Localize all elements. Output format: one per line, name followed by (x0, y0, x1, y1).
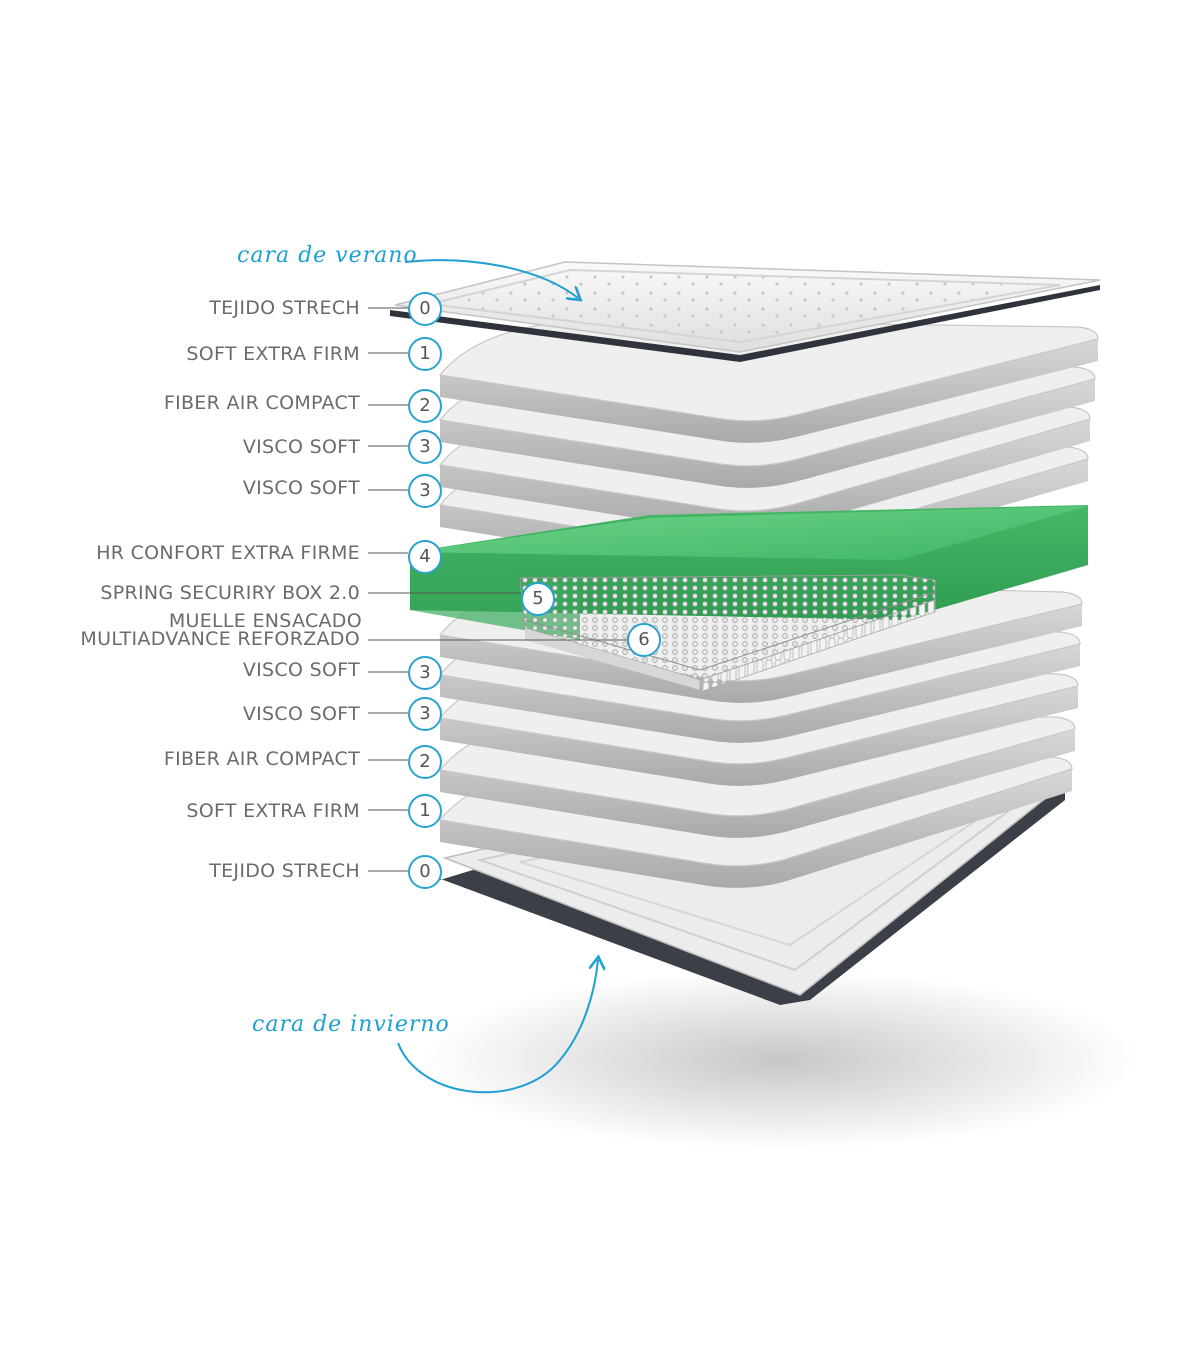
layer-badge-0-top: 0 (408, 292, 442, 326)
layer-label-soft-extra-firm-bottom: SOFT EXTRA FIRM (186, 800, 360, 822)
summer-face-arrow (404, 259, 578, 298)
layer-badge-1-top: 1 (408, 337, 442, 371)
layer-label-visco-soft-2: VISCO SOFT (242, 477, 360, 499)
foam-slab-side (440, 686, 1078, 786)
layer-badge-5: 5 (521, 582, 555, 616)
layer-badge-2-top: 2 (408, 389, 442, 423)
layer-badge-3-a: 3 (408, 430, 442, 464)
foam-slab-side (440, 604, 1082, 703)
layer-badge-3-b: 3 (408, 474, 442, 508)
layer-badge-2-bottom: 2 (408, 745, 442, 779)
top-cover-layer (390, 261, 1101, 362)
layer-label-visco-soft-3: VISCO SOFT (242, 659, 360, 681)
layer-badge-3-d: 3 (408, 697, 442, 731)
foam-slab-side (440, 729, 1075, 838)
layer-label-soft-extra-firm-top: SOFT EXTRA FIRM (186, 343, 360, 365)
foam-slab-side (440, 339, 1098, 443)
layer-label-fiber-air-compact-top: FIBER AIR COMPACT (163, 392, 360, 414)
layer-label-fiber-air-compact-bottom: FIBER AIR COMPACT (163, 748, 360, 770)
layer-badge-6: 6 (627, 623, 661, 657)
layer-badge-4: 4 (408, 540, 442, 574)
layer-label-muelle-ensacado: MUELLE ENSACADO (168, 610, 362, 632)
foam-slab-side (440, 644, 1080, 743)
layer-label-multiadvance: MULTIADVANCE REFORZADO (80, 628, 360, 650)
layer-label-spring-box: SPRING SECURIRY BOX 2.0 (100, 582, 360, 604)
foam-slab-side (440, 379, 1095, 488)
pocket-spring-box (519, 574, 936, 693)
layer-badge-0-bottom: 0 (408, 855, 442, 889)
layer-label-visco-soft-4: VISCO SOFT (242, 703, 360, 725)
foam-slab-side (440, 769, 1072, 888)
layer-badge-3-c: 3 (408, 656, 442, 690)
layer-label-tejido-strech-bottom: TEJIDO STRECH (209, 860, 360, 882)
winter-face-label: cara de invierno (252, 1012, 450, 1037)
foam-slab-top (438, 319, 1099, 422)
layer-label-hr-confort: HR CONFORT EXTRA FIRME (96, 542, 360, 564)
layer-badge-1-bottom: 1 (408, 794, 442, 828)
foam-slab-side (440, 419, 1090, 533)
leader-lines (368, 307, 627, 872)
layer-label-tejido-strech-top: TEJIDO STRECH (209, 297, 360, 319)
floor-shadow (420, 970, 1140, 1150)
winter-face-arrow (397, 960, 598, 1094)
layer-label-visco-soft-1: VISCO SOFT (242, 436, 360, 458)
summer-face-label: cara de verano (237, 243, 418, 268)
